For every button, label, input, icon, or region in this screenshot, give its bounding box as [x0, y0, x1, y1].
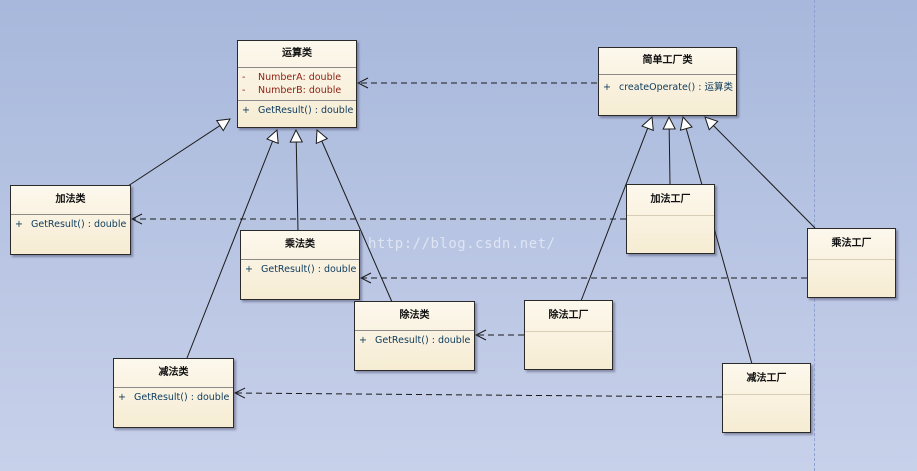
class-mul[interactable]: 乘法类 +GetResult() : double [240, 230, 360, 300]
operation-row: +createOperate() : 运算类 [603, 82, 733, 93]
operation-row: +GetResult() : double [15, 219, 127, 230]
attribute-row: -NumberB: double [242, 85, 342, 96]
operation-row: +GetResult() : double [242, 105, 354, 116]
operations-section: +GetResult() : double [355, 330, 474, 350]
class-sub-factory[interactable]: 减法工厂 [722, 363, 811, 433]
depend-sub-factory-to-sub [235, 393, 723, 397]
class-simple-factory[interactable]: 简单工厂类 +createOperate() : 运算类 [598, 47, 737, 116]
empty-section [808, 259, 895, 260]
class-div-factory[interactable]: 除法工厂 [524, 300, 613, 370]
inherit-div-factory [580, 117, 652, 302]
watermark: http://blog.csdn.net/ [368, 236, 556, 252]
operations-section: +GetResult() : double [11, 214, 130, 234]
operations-section: +GetResult() : double [238, 100, 356, 120]
inherit-div [317, 130, 393, 303]
inherit-sub-factory [683, 117, 753, 365]
empty-section [627, 215, 714, 216]
attribute-row: -NumberA: double [242, 72, 342, 83]
class-title: 除法工厂 [548, 310, 589, 321]
class-title: 简单工厂类 [642, 55, 693, 66]
inherit-add [127, 119, 230, 187]
class-title: 减法类 [158, 367, 189, 378]
class-title: 加法工厂 [650, 194, 691, 205]
class-title: 除法类 [399, 310, 430, 321]
class-title: 运算类 [282, 48, 312, 59]
attributes-section: -NumberA: double -NumberB: double [238, 67, 356, 100]
operations-section: +GetResult() : double [241, 259, 359, 279]
operation-row: +GetResult() : double [118, 392, 230, 403]
empty-section [525, 331, 612, 332]
inherit-mul [296, 130, 298, 232]
empty-section [723, 394, 810, 395]
operation-row: +GetResult() : double [359, 335, 471, 346]
class-add-factory[interactable]: 加法工厂 [626, 184, 715, 254]
class-add[interactable]: 加法类 +GetResult() : double [10, 185, 131, 255]
class-operation[interactable]: 运算类 -NumberA: double -NumberB: double +G… [237, 40, 357, 128]
class-title: 减法工厂 [746, 373, 787, 384]
class-title: 加法类 [55, 194, 86, 205]
class-mul-factory[interactable]: 乘法工厂 [807, 228, 896, 298]
inherit-mul-factory [705, 117, 816, 229]
operations-section: +GetResult() : double [114, 387, 233, 407]
class-title: 乘法工厂 [831, 238, 872, 249]
class-title: 乘法类 [285, 239, 315, 250]
operation-row: +GetResult() : double [245, 264, 357, 275]
inherit-sub [186, 130, 277, 359]
class-div[interactable]: 除法类 +GetResult() : double [354, 301, 475, 371]
operations-section: +createOperate() : 运算类 [599, 74, 736, 97]
class-sub[interactable]: 减法类 +GetResult() : double [113, 358, 234, 428]
inherit-add-factory [669, 117, 670, 185]
